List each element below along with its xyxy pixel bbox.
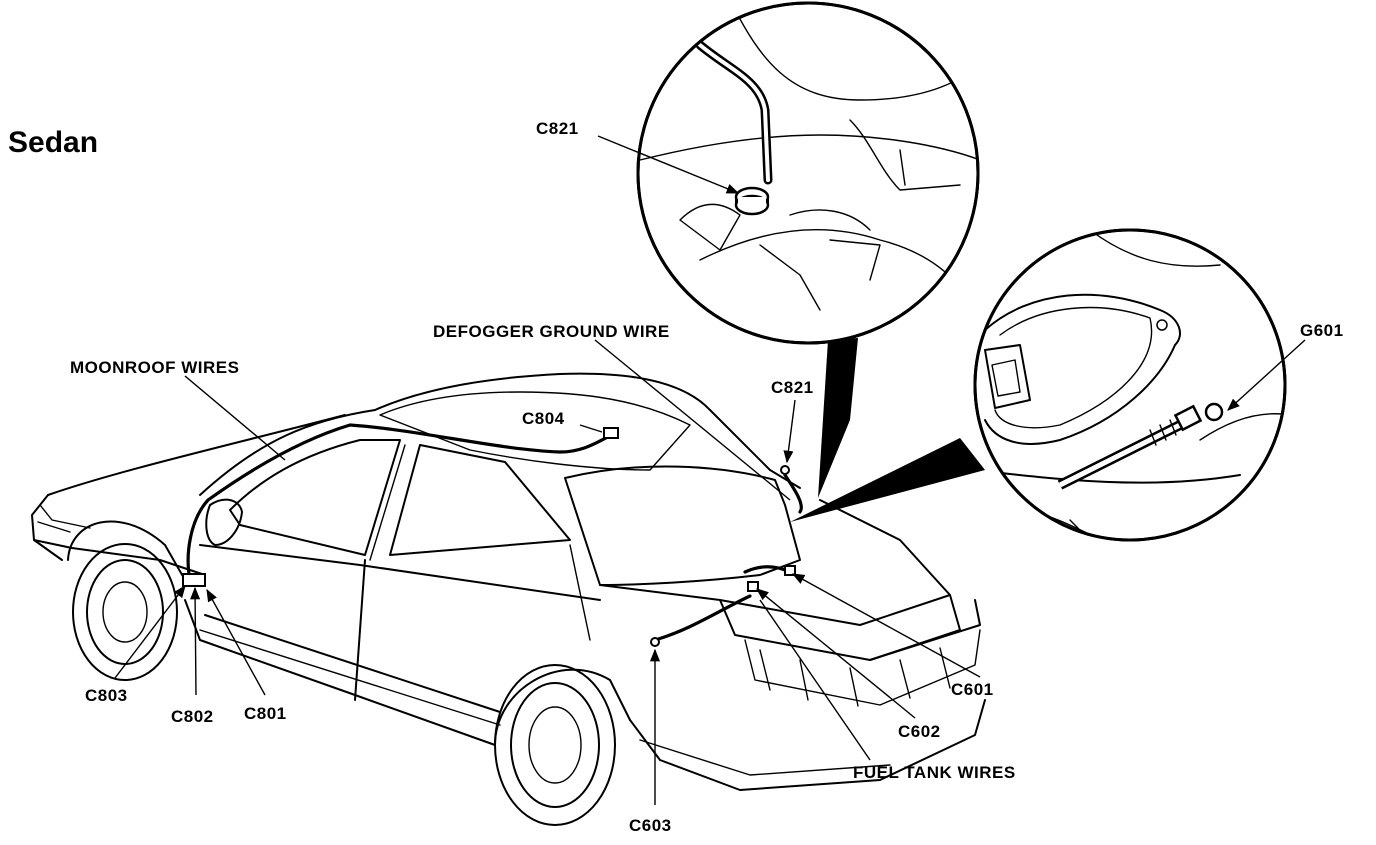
top-detail-callout-wedge <box>818 338 858 498</box>
label-c801: C801 <box>244 704 287 723</box>
right-detail-callout-wedge <box>790 438 985 522</box>
c821-detail-view <box>636 1 980 345</box>
label-c821-detail: C821 <box>536 119 579 138</box>
label-c601: C601 <box>951 680 994 699</box>
label-c802: C802 <box>171 707 214 726</box>
label-c821: C821 <box>771 378 814 397</box>
car-body-illustration <box>31 372 986 826</box>
car-wiring <box>182 423 803 647</box>
fuel-tank-wire-lower <box>653 594 752 642</box>
g601-detail-view <box>973 228 1287 542</box>
label-defogger-ground-wire: DEFOGGER GROUND WIRE <box>433 322 670 341</box>
defogger-ground-wire <box>783 473 803 514</box>
leader-lines <box>114 135 1306 805</box>
c821-connector <box>780 465 790 475</box>
c602-connector <box>747 581 759 592</box>
label-c603: C603 <box>629 816 672 835</box>
c601-connector <box>784 565 796 576</box>
label-c803: C803 <box>85 686 128 705</box>
label-fuel-tank-wires: FUEL TANK WIRES <box>853 763 1016 782</box>
label-c602: C602 <box>898 722 941 741</box>
moonroof-wire-harness <box>186 423 614 582</box>
label-g601: G601 <box>1300 321 1344 340</box>
c801-c803-connectors <box>182 573 206 587</box>
c804-connector <box>603 427 619 439</box>
page-title: Sedan <box>8 126 98 159</box>
label-moonroof-wires: MOONROOF WIRES <box>70 358 239 377</box>
c603-connector <box>650 637 660 647</box>
label-c804: C804 <box>522 409 565 428</box>
